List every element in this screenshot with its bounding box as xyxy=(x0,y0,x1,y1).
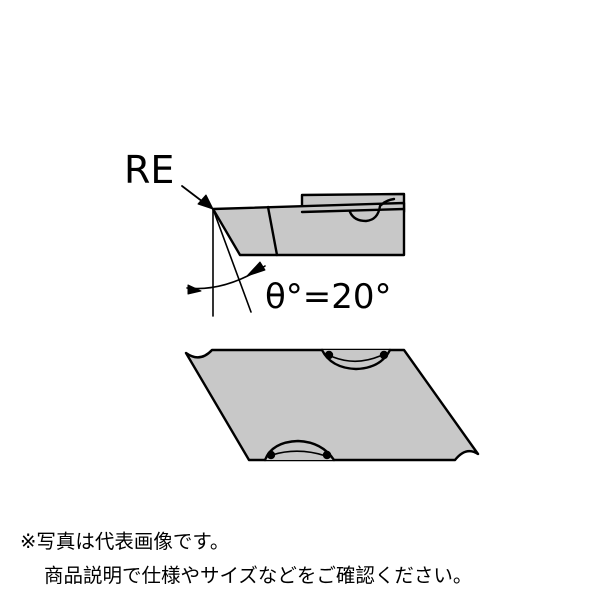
disclaimer-spec-note: 商品説明で仕様やサイズなどをご確認ください。 xyxy=(44,564,473,587)
re-arrowhead xyxy=(197,194,214,210)
top-hole-dot-right xyxy=(379,350,389,360)
top-hole-dot-left xyxy=(324,350,334,360)
bottom-hole-dot-left xyxy=(266,450,276,460)
bottom-hole-shadow xyxy=(271,450,327,457)
chip-breaker-line xyxy=(266,205,279,257)
angle-arrow-left xyxy=(187,284,202,295)
insert-rhombus xyxy=(184,348,480,462)
angle-arrow-right xyxy=(246,261,266,277)
insert-hole-notch xyxy=(348,197,396,223)
re-label: RE xyxy=(124,148,174,192)
bottom-hole-dot-right xyxy=(322,450,332,460)
insert-plan-view xyxy=(184,348,480,462)
insert-side-view xyxy=(181,185,406,317)
insert-top-edge xyxy=(300,207,406,214)
angle-label: θ°=20° xyxy=(265,277,392,317)
relief-reference-line xyxy=(212,208,252,313)
top-hole-shadow xyxy=(332,355,381,363)
insert-side-body xyxy=(211,201,406,257)
disclaimer-photo-note: ※写真は代表画像です。 xyxy=(20,530,230,553)
